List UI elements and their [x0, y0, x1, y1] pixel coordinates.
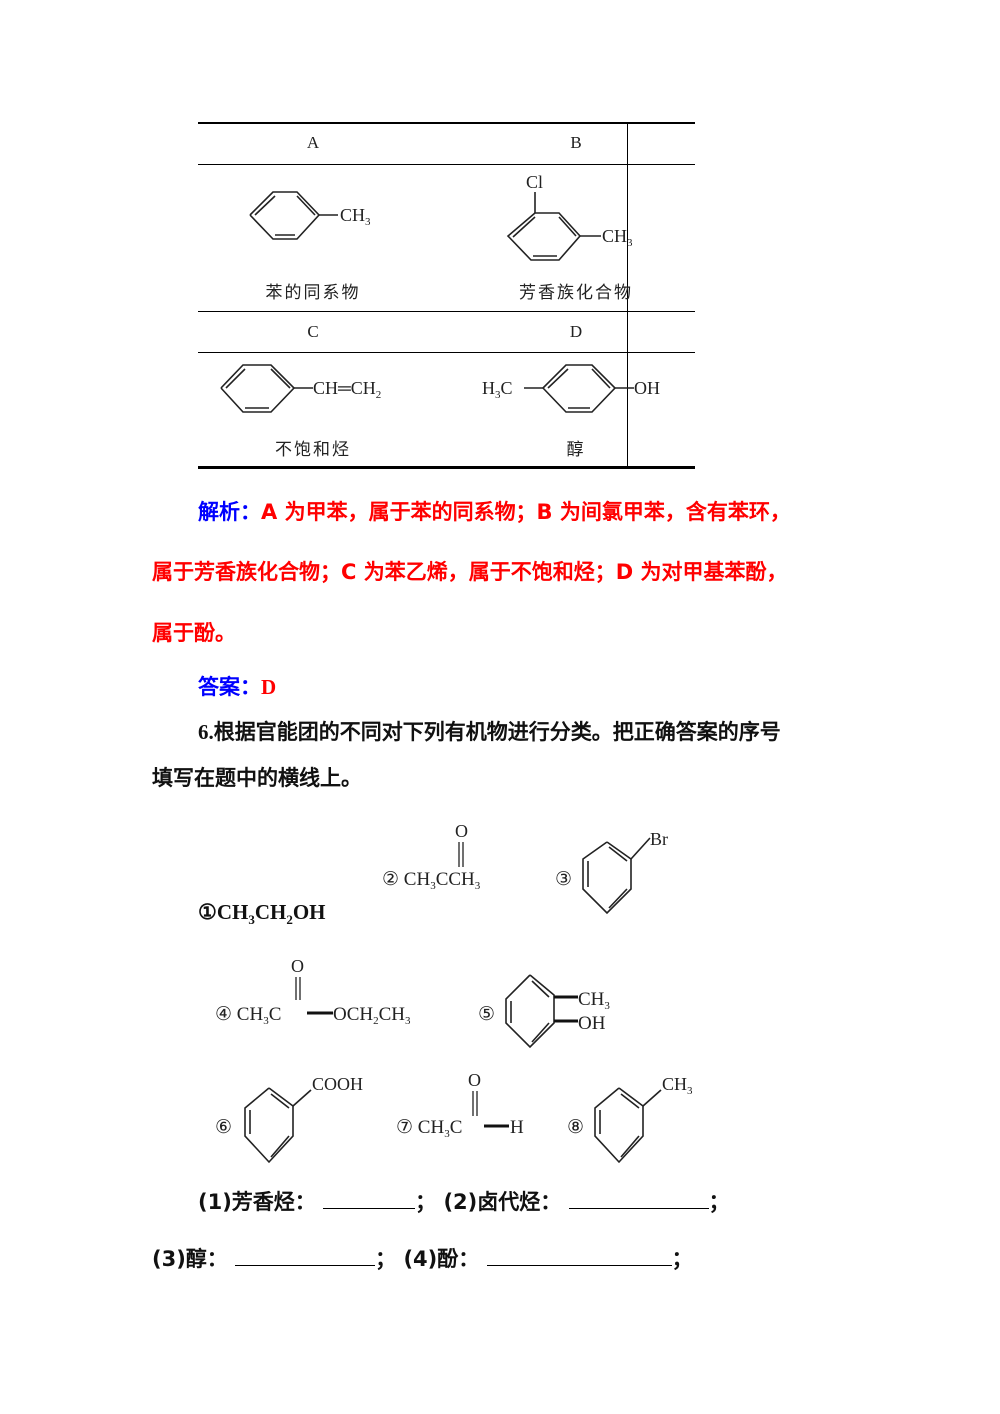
- svg-text:H: H: [510, 1117, 524, 1138]
- blank-2-end: ；: [708, 1190, 730, 1214]
- analysis-line-2: 属于芳香族化合物；C 为苯乙烯，属于不饱和烃；D 为对甲基苯酚，: [152, 560, 788, 584]
- analysis-line-3: 属于酚。: [152, 621, 236, 645]
- cell-c-caption: 不饱和烃: [275, 440, 351, 460]
- blank-1-aromatic-hydrocarbon-input[interactable]: [323, 1190, 416, 1209]
- svg-text:④ CH3C: ④ CH3C: [215, 1004, 281, 1027]
- compound-2-acetone-icon: O ② CH3CCH3: [382, 821, 481, 892]
- cell-b-caption: 芳香族化合物: [519, 283, 633, 303]
- question-text: 根据官能团的不同对下列有机物进行分类。把正确答案的序号: [213, 720, 781, 744]
- svg-text:CH3: CH3: [662, 1074, 693, 1097]
- table-rule: [198, 352, 695, 353]
- svg-text:② CH3CCH3: ② CH3CCH3: [382, 869, 481, 892]
- cell-d-header: D: [569, 322, 583, 341]
- svg-text:Cl: Cl: [526, 172, 543, 192]
- svg-text:⑧: ⑧: [567, 1117, 584, 1138]
- analysis-text: A 为甲苯，属于苯的同系物；B 为间氯甲苯，含有苯环，: [261, 500, 791, 524]
- compound-3-bromobenzene-icon: ③ Br: [555, 829, 668, 915]
- compound-6-benzoic-acid-icon: ⑥ COOH: [215, 1074, 363, 1164]
- answer-value: D: [261, 675, 277, 699]
- svg-text:O: O: [455, 821, 468, 841]
- analysis-line-1: 解析：A 为甲苯，属于苯的同系物；B 为间氯甲苯，含有苯环，: [198, 496, 791, 526]
- cell-a-header: A: [306, 133, 320, 152]
- blank-2-halohydrocarbon-input[interactable]: [568, 1190, 709, 1209]
- compound-1-number: ①: [198, 900, 217, 924]
- svg-text:⑥: ⑥: [215, 1117, 232, 1138]
- m-chlorotoluene-structure-icon: Cl CH3: [506, 172, 633, 261]
- compound-7-acetaldehyde-icon: O ⑦ CH3C H: [396, 1070, 524, 1140]
- blank-4-phenol-input[interactable]: [486, 1247, 672, 1266]
- classification-table: A B C D 苯的同系物 芳香族化合物 不饱和烃 醇: [198, 122, 695, 469]
- question-6-line-2: 填写在题中的横线上。: [152, 766, 362, 790]
- blank-2-label: (2)卤代烃：: [443, 1190, 562, 1214]
- analysis-label: 解析：: [198, 500, 261, 524]
- svg-text:OCH2CH3: OCH2CH3: [333, 1004, 411, 1027]
- svg-text:OH: OH: [634, 378, 660, 398]
- blank-4-end: ；: [671, 1247, 693, 1271]
- svg-text:CH3: CH3: [340, 205, 371, 228]
- blank-3-end: ；: [375, 1247, 397, 1271]
- blank-1-end: ；: [415, 1190, 437, 1214]
- cell-b-header: B: [570, 133, 582, 152]
- blanks-line-1: (1)芳香烃： ； (2)卤代烃： ；: [198, 1186, 730, 1216]
- svg-text:CH3: CH3: [578, 989, 610, 1012]
- blank-3-label: (3)醇：: [152, 1247, 228, 1271]
- table-rule: [198, 164, 695, 165]
- cell-d-caption: 醇: [566, 440, 586, 460]
- table-bottom-rule: [198, 466, 695, 469]
- svg-text:H3C: H3C: [482, 378, 513, 401]
- p-cresol-structure-icon: H3C OH: [482, 364, 660, 413]
- toluene-structure-icon: CH3: [249, 191, 371, 240]
- compound-4-ethyl-acetate-icon: O ④ CH3C OCH2CH3: [215, 956, 411, 1027]
- question-number: 6.: [198, 720, 214, 744]
- svg-text:CH═CH2: CH═CH2: [313, 378, 381, 401]
- svg-text:⑤: ⑤: [478, 1004, 495, 1025]
- table-top-rule: [198, 122, 695, 124]
- svg-text:O: O: [468, 1070, 481, 1090]
- styrene-structure-icon: CH═CH2: [220, 364, 381, 413]
- blanks-line-2: (3)醇： ； (4)酚： ；: [152, 1243, 693, 1273]
- blank-4-label: (4)酚：: [403, 1247, 480, 1271]
- compound-1-ethanol: ①CH3CH2OH: [198, 900, 326, 928]
- svg-text:OH: OH: [578, 1013, 606, 1034]
- svg-text:③: ③: [555, 869, 572, 890]
- blank-1-label: (1)芳香烃：: [198, 1190, 316, 1214]
- table-column-divider: [627, 122, 628, 469]
- svg-text:O: O: [291, 956, 304, 976]
- table-rule: [198, 311, 695, 312]
- compound-5-o-cresol-icon: ⑤ CH3 OH: [478, 974, 610, 1049]
- answer-label: 答案：: [198, 675, 261, 699]
- svg-text:⑦ CH3C: ⑦ CH3C: [396, 1117, 462, 1140]
- cell-c-header: C: [307, 322, 319, 341]
- svg-text:Br: Br: [650, 829, 668, 849]
- compound-8-toluene-icon: ⑧ CH3: [567, 1074, 693, 1164]
- answer-line: 答案：D: [198, 671, 276, 701]
- question-6-line-1: 6.根据官能团的不同对下列有机物进行分类。把正确答案的序号: [198, 716, 781, 746]
- blank-3-alcohol-input[interactable]: [235, 1247, 376, 1266]
- svg-text:CH3: CH3: [602, 226, 633, 249]
- cell-a-caption: 苯的同系物: [265, 283, 361, 303]
- svg-text:COOH: COOH: [312, 1074, 363, 1094]
